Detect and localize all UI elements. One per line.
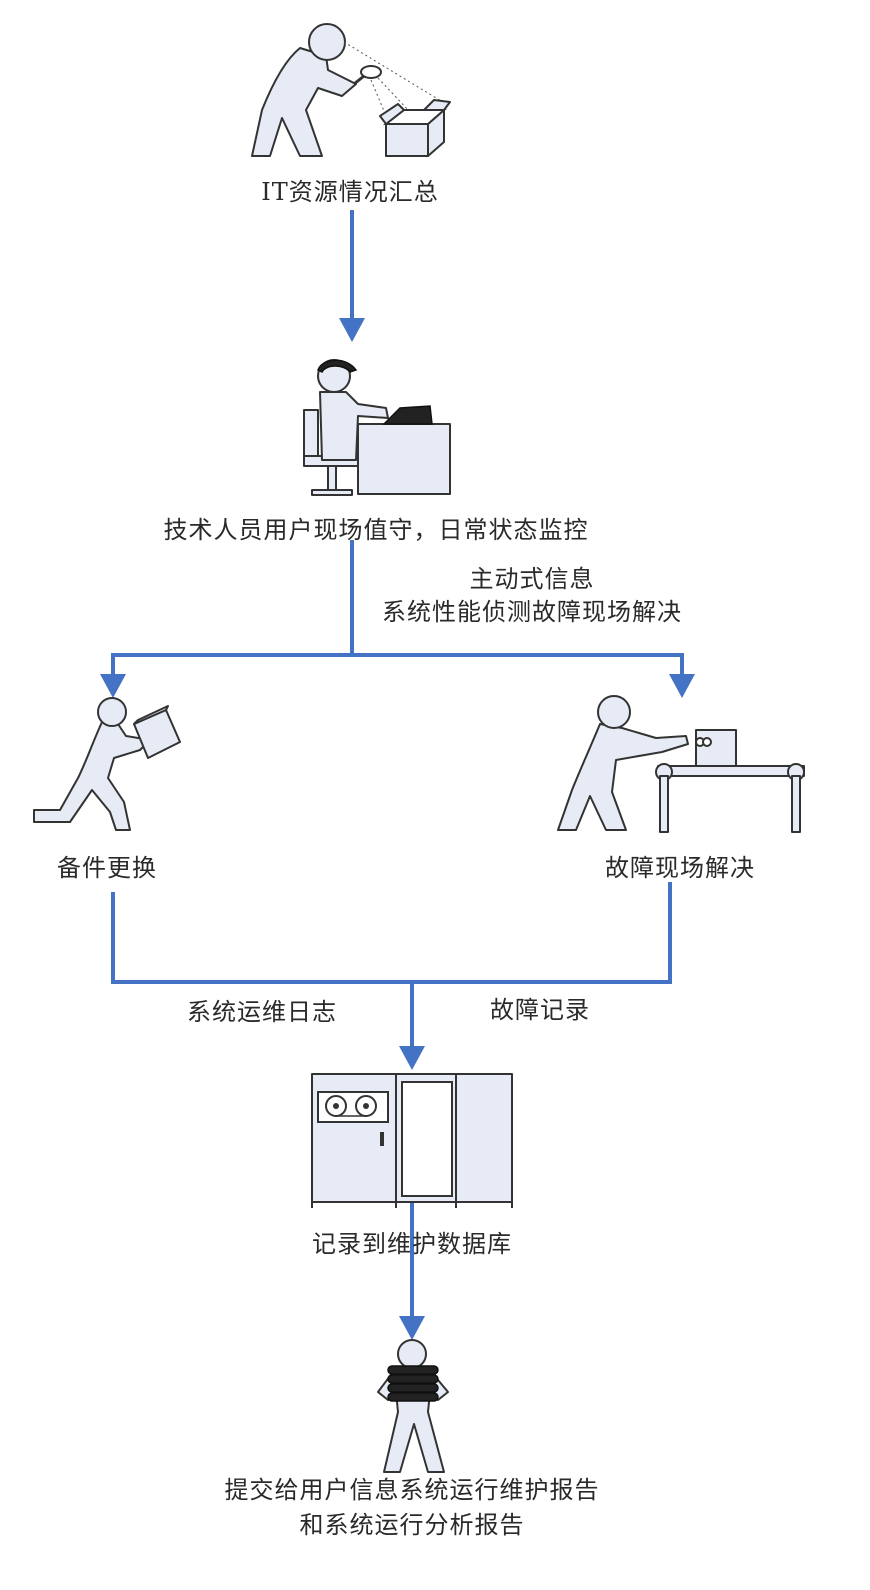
node-spare-replace-label: 备件更换: [57, 854, 157, 882]
person-holding-reports-icon: [377, 1339, 449, 1473]
annotation-fault-record: 故障记录: [490, 996, 590, 1024]
arrowhead-to-spare: [100, 674, 126, 698]
annotation-ops-log: 系统运维日志: [187, 998, 337, 1026]
courier-icon: [33, 697, 181, 831]
node-record-db-label: 记录到维护数据库: [312, 1230, 512, 1258]
node-it-summary-label: IT资源情况汇总: [261, 178, 439, 206]
annotation-proactive-line2: 系统性能侦测故障现场解决: [382, 598, 682, 626]
arrowhead-to-monitor: [339, 318, 365, 342]
node-onsite-monitor-label: 技术人员用户现场值守，日常状态监控: [163, 516, 589, 544]
flow-connectors: [100, 210, 695, 1340]
server-cabinet-icon: [311, 1073, 513, 1208]
node-report-line2: 和系统运行分析报告: [299, 1511, 525, 1539]
technician-desk-icon: [303, 359, 451, 496]
connector-branch-split: [111, 653, 684, 675]
node-report-line1: 提交给用户信息系统运行维护报告: [224, 1476, 600, 1504]
arrowhead-to-database: [399, 1046, 425, 1070]
arrowhead-to-report: [399, 1316, 425, 1340]
inspector-icon: [251, 23, 451, 157]
arrowhead-to-fault: [669, 674, 695, 698]
annotation-proactive-line1: 主动式信息: [469, 565, 595, 593]
node-fault-onsite-label: 故障现场解决: [605, 854, 755, 882]
connector-branch-merge: [111, 882, 672, 984]
conveyor-worker-icon: [557, 695, 805, 833]
